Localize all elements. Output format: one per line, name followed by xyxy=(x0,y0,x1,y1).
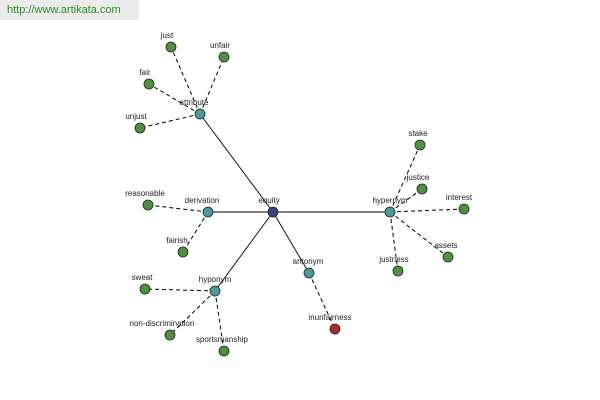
node-label-unfair[interactable]: unfair xyxy=(210,41,230,50)
node-non-discrimination[interactable]: non-discrimination xyxy=(130,319,195,341)
node-label-interest[interactable]: interest xyxy=(446,193,473,202)
node-marker-sportsmanship[interactable] xyxy=(218,345,230,357)
node-unfair[interactable]: unfair xyxy=(210,41,230,63)
node-sweat[interactable]: sweat xyxy=(132,273,154,295)
node-marker-sweat[interactable] xyxy=(139,283,151,295)
node-marker-derivation[interactable] xyxy=(202,206,214,218)
node-equity[interactable]: equity xyxy=(258,196,280,218)
node-hypernym[interactable]: hypernym xyxy=(372,196,408,218)
graph-edges xyxy=(139,46,465,352)
node-marker-fairish[interactable] xyxy=(177,246,189,258)
node-label-reasonable[interactable]: reasonable xyxy=(125,189,165,198)
node-label-assets[interactable]: assets xyxy=(434,241,457,250)
node-label-fair[interactable]: fair xyxy=(139,68,150,77)
node-sportsmanship[interactable]: sportsmanship xyxy=(196,335,249,357)
edge-attribute-unjust xyxy=(139,113,201,129)
node-label-derivation[interactable]: derivation xyxy=(185,196,220,205)
edge-antonym-inunfairness xyxy=(308,272,336,330)
edge-hypernym-stake xyxy=(389,144,421,213)
node-label-just[interactable]: just xyxy=(160,31,174,40)
edge-equity-hyponym xyxy=(214,211,274,292)
node-hyponym[interactable]: hyponym xyxy=(199,275,232,297)
node-marker-stake[interactable] xyxy=(414,139,426,151)
node-label-attribute[interactable]: attribute xyxy=(180,98,209,107)
node-label-justness[interactable]: justness xyxy=(378,255,408,264)
node-reasonable[interactable]: reasonable xyxy=(125,189,165,211)
node-interest[interactable]: interest xyxy=(446,193,473,215)
node-marker-justice[interactable] xyxy=(416,183,428,195)
node-label-justice[interactable]: justice xyxy=(406,173,430,182)
node-unjust[interactable]: unjust xyxy=(125,112,147,134)
node-label-stake[interactable]: stake xyxy=(408,129,428,138)
node-derivation[interactable]: derivation xyxy=(185,196,220,218)
edge-hypernym-justness xyxy=(389,211,399,272)
node-label-sweat[interactable]: sweat xyxy=(132,273,154,282)
edge-hypernym-assets xyxy=(389,211,449,258)
node-stake[interactable]: stake xyxy=(408,129,428,151)
node-marker-hypernym[interactable] xyxy=(384,206,396,218)
node-label-hypernym[interactable]: hypernym xyxy=(372,196,407,205)
node-marker-interest[interactable] xyxy=(458,203,470,215)
node-marker-attribute[interactable] xyxy=(194,108,206,120)
edge-attribute-fair xyxy=(148,83,201,115)
edge-derivation-fairish xyxy=(182,211,209,253)
edge-hyponym-sportsmanship xyxy=(214,290,225,352)
node-label-sportsmanship[interactable]: sportsmanship xyxy=(196,335,249,344)
edge-hyponym-non-discrimination xyxy=(169,290,216,336)
node-just[interactable]: just xyxy=(160,31,177,53)
node-label-unjust[interactable]: unjust xyxy=(125,112,147,121)
node-marker-unjust[interactable] xyxy=(134,122,146,134)
graph-nodes: equity attribute derivation hyponym antonym h… xyxy=(125,31,473,357)
site-url-banner[interactable]: http://www.artikata.com xyxy=(0,0,139,20)
node-fair[interactable]: fair xyxy=(139,68,155,90)
edge-derivation-reasonable xyxy=(147,204,209,213)
node-label-antonym[interactable]: antonym xyxy=(293,257,324,266)
node-marker-non-discrimination[interactable] xyxy=(164,329,176,341)
node-label-fairish[interactable]: fairish xyxy=(166,236,187,245)
node-marker-unfair[interactable] xyxy=(218,51,230,63)
edge-hypernym-interest xyxy=(389,208,465,213)
node-inunfairness[interactable]: inunfairness xyxy=(308,313,352,335)
node-justice[interactable]: justice xyxy=(406,173,430,195)
node-justness[interactable]: justness xyxy=(378,255,409,277)
node-label-non-discrimination[interactable]: non-discrimination xyxy=(130,319,195,328)
node-marker-hyponym[interactable] xyxy=(209,285,221,297)
node-antonym[interactable]: antonym xyxy=(293,257,324,279)
node-marker-assets[interactable] xyxy=(442,251,454,263)
node-marker-fair[interactable] xyxy=(143,78,155,90)
edge-attribute-unfair xyxy=(199,56,225,115)
edge-attribute-just xyxy=(170,46,201,115)
node-marker-just[interactable] xyxy=(165,41,177,53)
node-marker-antonym[interactable] xyxy=(303,267,315,279)
node-attribute[interactable]: attribute xyxy=(180,98,209,120)
node-assets[interactable]: assets xyxy=(434,241,458,263)
edge-equity-attribute xyxy=(199,113,274,213)
node-marker-equity[interactable] xyxy=(267,206,279,218)
node-fairish[interactable]: fairish xyxy=(166,236,189,258)
node-marker-inunfairness[interactable] xyxy=(329,323,341,335)
edge-hyponym-sweat xyxy=(144,288,216,292)
node-marker-justness[interactable] xyxy=(392,265,404,277)
node-marker-reasonable[interactable] xyxy=(142,199,154,211)
node-label-equity[interactable]: equity xyxy=(258,196,279,205)
edge-equity-antonym xyxy=(272,211,310,274)
node-label-inunfairness[interactable]: inunfairness xyxy=(308,313,351,322)
node-label-hyponym[interactable]: hyponym xyxy=(199,275,232,284)
